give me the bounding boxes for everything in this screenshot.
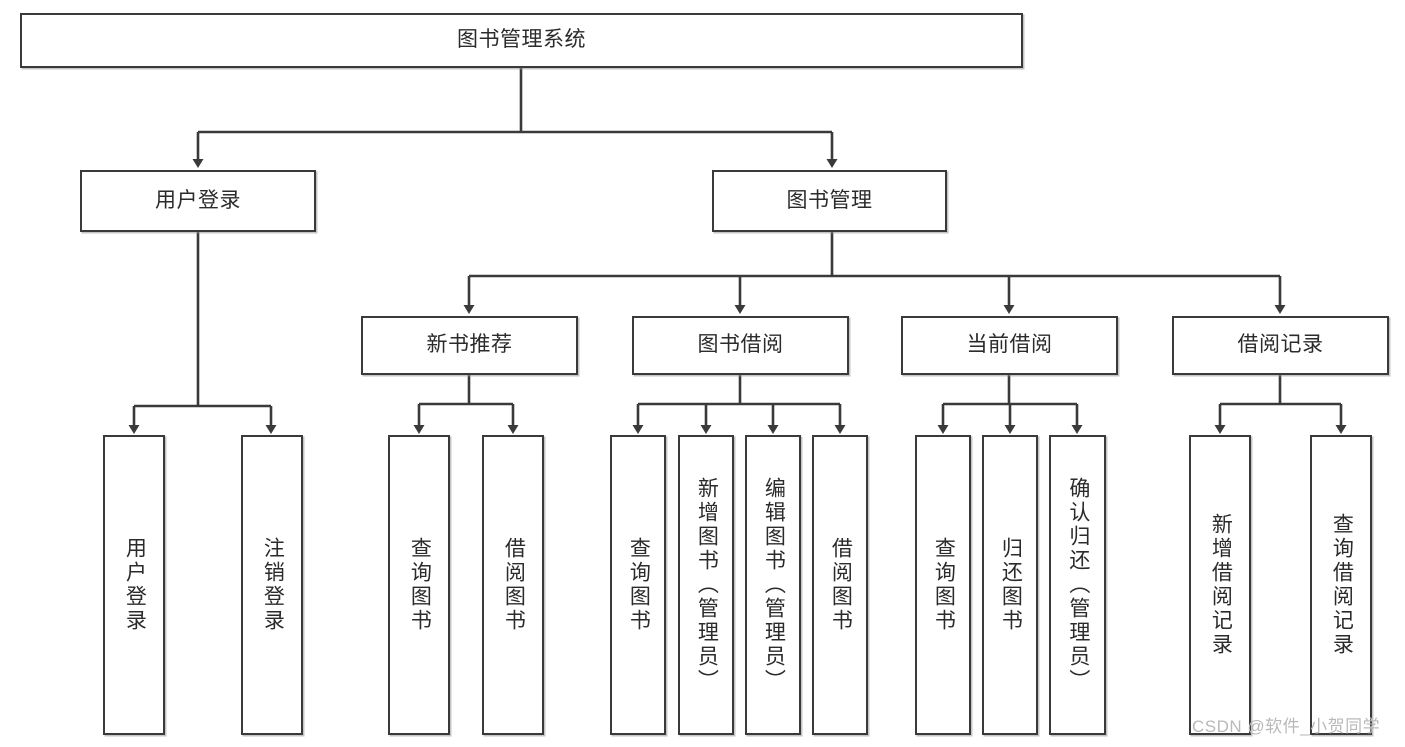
node-current-borrow[interactable]: 当前借阅 [901, 316, 1118, 375]
node-leaf-return-book[interactable]: 归还图书 [982, 435, 1038, 735]
node-borrow-record-label: 借阅记录 [1237, 333, 1324, 357]
node-book-borrow[interactable]: 图书借阅 [632, 316, 849, 375]
node-book-borrow-label: 图书借阅 [697, 333, 784, 357]
node-leaf-query-book-1-label: 查询图书 [408, 537, 432, 633]
node-leaf-query-book-2[interactable]: 查询图书 [610, 435, 666, 735]
node-leaf-add-record-label: 新增借阅记录 [1209, 513, 1233, 657]
node-book-management[interactable]: 图书管理 [712, 170, 947, 232]
node-leaf-add-book[interactable]: 新增图书（管理员） [678, 435, 734, 735]
node-leaf-query-record[interactable]: 查询借阅记录 [1310, 435, 1372, 735]
node-leaf-query-book-2-label: 查询图书 [627, 537, 651, 633]
node-book-management-label: 图书管理 [786, 188, 873, 212]
node-leaf-add-book-label: 新增图书（管理员） [695, 477, 719, 693]
node-leaf-borrow-book-2-label: 借阅图书 [829, 537, 853, 633]
watermark: CSDN @软件_小贺同学 [1192, 717, 1381, 736]
node-leaf-borrow-book-1[interactable]: 借阅图书 [482, 435, 544, 735]
node-leaf-borrow-book-1-label: 借阅图书 [502, 537, 526, 633]
node-leaf-edit-book-label: 编辑图书（管理员） [762, 477, 786, 693]
node-leaf-query-book-1[interactable]: 查询图书 [388, 435, 450, 735]
node-root[interactable]: 图书管理系统 [20, 13, 1023, 68]
node-leaf-user-login[interactable]: 用户登录 [103, 435, 165, 735]
node-leaf-query-record-label: 查询借阅记录 [1330, 513, 1354, 657]
node-user-login[interactable]: 用户登录 [80, 170, 316, 232]
node-leaf-confirm-return[interactable]: 确认归还（管理员） [1049, 435, 1106, 735]
node-leaf-query-book-3[interactable]: 查询图书 [915, 435, 971, 735]
node-new-book-recommend-label: 新书推荐 [426, 333, 513, 357]
node-leaf-borrow-book-2[interactable]: 借阅图书 [812, 435, 868, 735]
node-current-borrow-label: 当前借阅 [966, 333, 1053, 357]
node-new-book-recommend[interactable]: 新书推荐 [361, 316, 578, 375]
node-leaf-user-logout-label: 注销登录 [261, 537, 285, 633]
node-user-login-label: 用户登录 [155, 188, 241, 212]
node-leaf-return-book-label: 归还图书 [999, 537, 1023, 633]
node-leaf-query-book-3-label: 查询图书 [932, 537, 956, 633]
node-leaf-user-login-label: 用户登录 [123, 537, 147, 633]
node-leaf-user-logout[interactable]: 注销登录 [241, 435, 303, 735]
node-leaf-edit-book[interactable]: 编辑图书（管理员） [745, 435, 801, 735]
node-leaf-add-record[interactable]: 新增借阅记录 [1189, 435, 1251, 735]
node-borrow-record[interactable]: 借阅记录 [1172, 316, 1389, 375]
node-root-label: 图书管理系统 [457, 28, 586, 52]
node-leaf-confirm-return-label: 确认归还（管理员） [1066, 477, 1090, 693]
